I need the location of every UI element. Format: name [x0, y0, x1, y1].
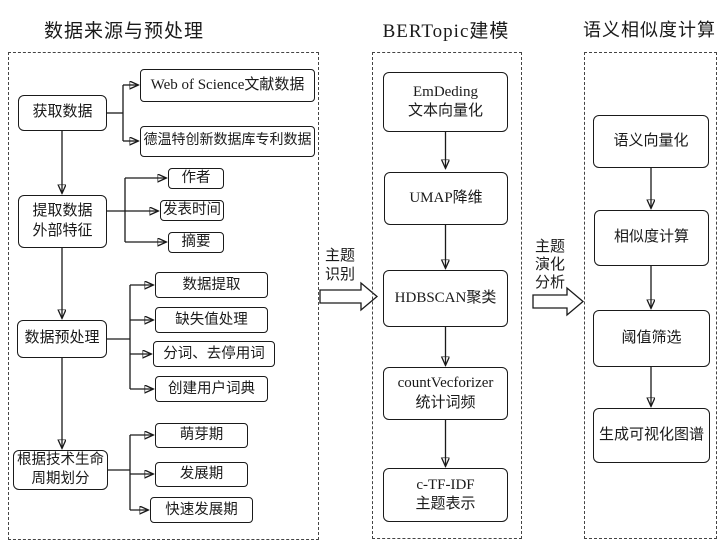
box-semantic-vectorization: 语义向量化: [593, 115, 709, 168]
box-create-user-dictionary: 创建用户词典: [155, 376, 268, 402]
box-missing-value-handling: 缺失值处理: [155, 307, 268, 333]
box-development-period: 发展期: [155, 462, 248, 487]
section-title-semantic-similarity: 语义相似度计算: [583, 20, 716, 40]
section-title-data-preprocessing: 数据来源与预处理: [43, 21, 204, 42]
box-countvectorizer-wordfreq: countVecforizer 统计词频: [383, 367, 508, 420]
section-title-bertopic: BERTopic建模: [382, 21, 510, 42]
label-topic-identification: 主题 识别: [324, 248, 355, 283]
box-umap-reduction: UMAP降维: [384, 172, 508, 225]
box-tech-lifecycle-division: 根据技术生命 周期划分: [13, 450, 108, 490]
box-embedding-vectorization: EmDeding 文本向量化: [383, 72, 508, 132]
box-hdbscan-clustering: HDBSCAN聚类: [383, 270, 508, 327]
box-author: 作者: [168, 168, 224, 189]
box-data-preprocessing: 数据预处理: [17, 320, 107, 358]
left-section-container: [8, 52, 319, 540]
label-topic-evolution-analysis: 主题 演化 分析: [534, 239, 565, 291]
box-similarity-calculation: 相似度计算: [594, 210, 709, 266]
box-web-of-science-data: Web of Science文献数据: [140, 69, 315, 102]
box-acquire-data: 获取数据: [18, 95, 107, 131]
box-publish-time: 发表时间: [160, 200, 224, 221]
box-threshold-filtering: 阈值筛选: [593, 310, 710, 367]
right-section-container: [584, 52, 717, 539]
box-derwent-patent-data: 德温特创新数据库专利数据: [140, 126, 315, 157]
box-ctfidf-topic-representation: c-TF-IDF 主题表示: [383, 468, 508, 522]
box-abstract: 摘要: [168, 232, 224, 253]
topic-evolution-arrow: [532, 286, 585, 317]
box-data-extraction: 数据提取: [155, 272, 268, 298]
topic-identification-arrow: [319, 281, 379, 312]
box-generate-visual-graph: 生成可视化图谱: [593, 408, 710, 463]
box-germination-period: 萌芽期: [155, 423, 248, 448]
box-extract-external-features: 提取数据 外部特征: [18, 195, 107, 248]
middle-section-container: [372, 52, 522, 539]
box-tokenize-remove-stopwords: 分词、去停用词: [153, 341, 275, 367]
box-rapid-development-period: 快速发展期: [150, 497, 253, 523]
